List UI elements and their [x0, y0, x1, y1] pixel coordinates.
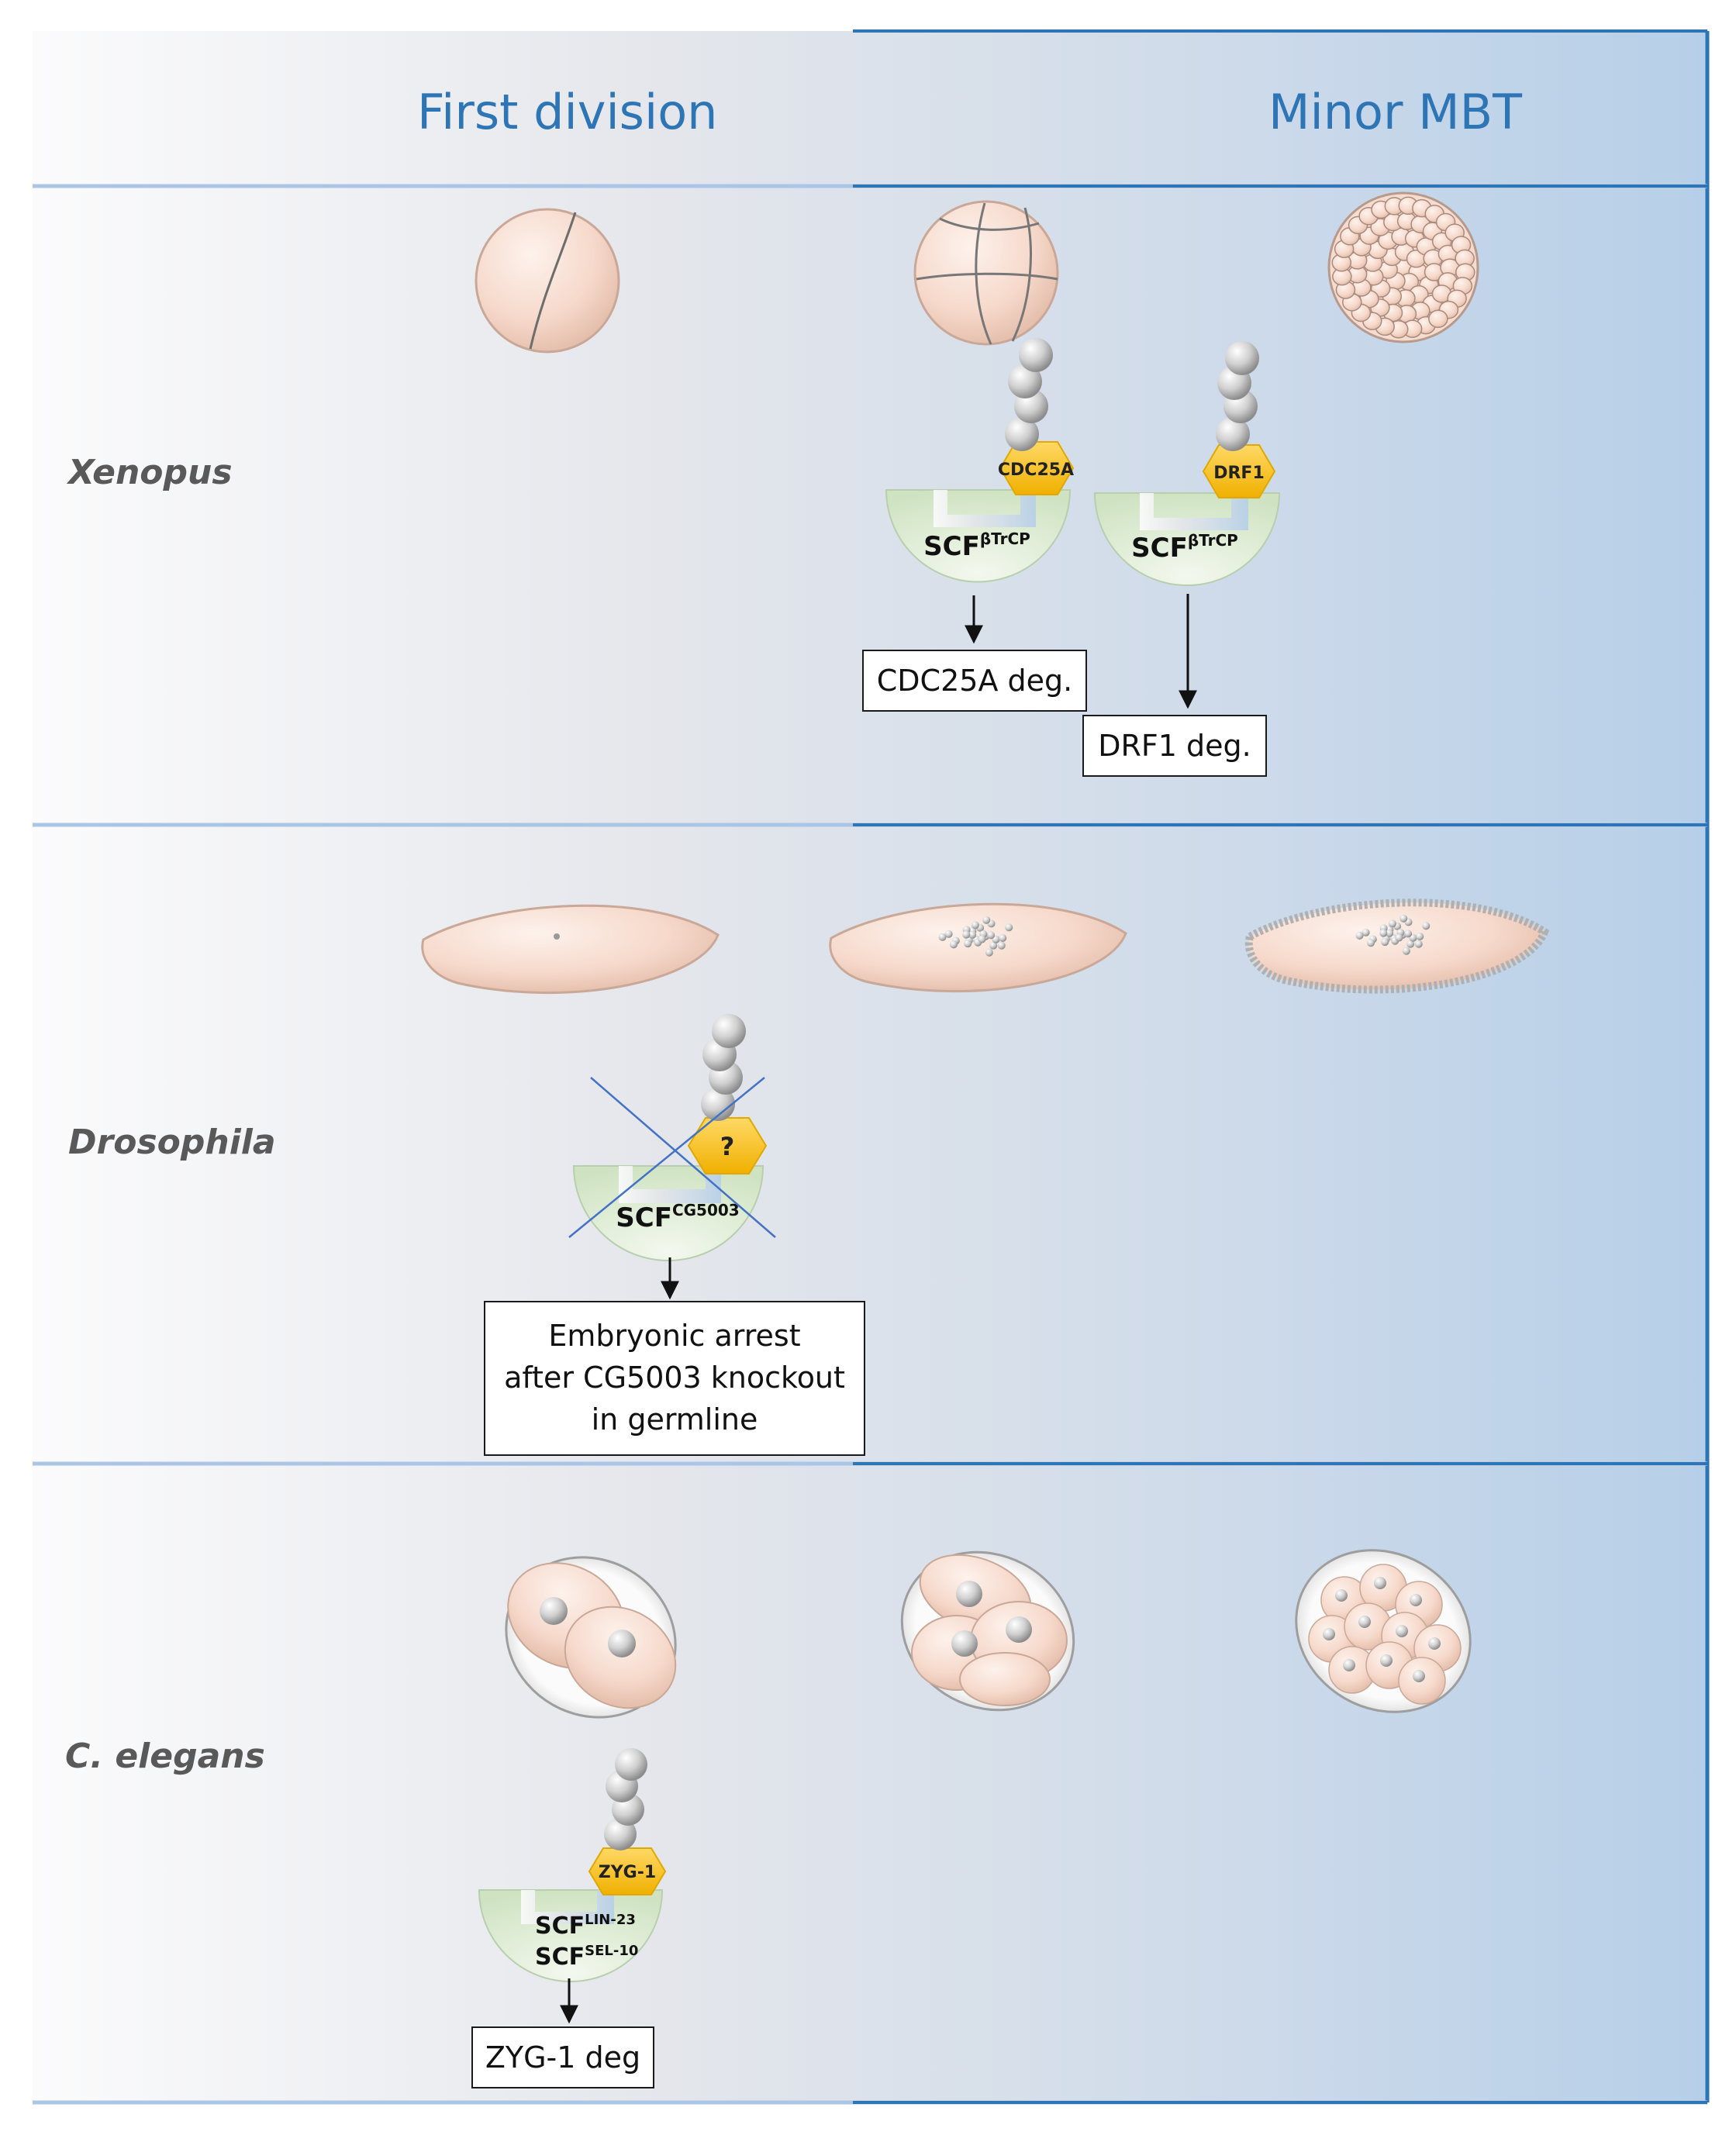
substrate-hexagon-zyg1 — [588, 1847, 667, 1895]
outcome-line-3: in germline — [591, 1402, 758, 1437]
substrate-hexagon-drf1 — [1202, 444, 1276, 498]
celegans-embryo-4cell — [900, 1550, 1075, 1712]
xenopus-embryo-blastula — [1327, 191, 1479, 343]
drosophila-embryo-3 — [1244, 898, 1550, 994]
drosophila-embryo-1 — [421, 904, 720, 995]
frame — [33, 29, 1710, 2105]
outcome-line-2: after CG5003 knockout — [504, 1361, 845, 1395]
substrate-label-drf1: DRF1 — [1213, 464, 1265, 483]
outcome-box-drf1: DRF1 deg. — [1082, 715, 1267, 777]
outcome-box-zyg1: ZYG-1 deg — [471, 2026, 654, 2088]
species-label-xenopus: Xenopus — [68, 453, 233, 492]
ligase-label-1: SCFβTrCP — [923, 529, 1030, 562]
header-first-division: First division — [417, 84, 718, 140]
outcome-line-1: Embryonic arrest — [548, 1319, 801, 1354]
substrate-label-cdc25a: CDC25A — [998, 460, 1074, 480]
ubiquitin-chain-1 — [1005, 338, 1053, 451]
celegans-embryo-2cell — [505, 1556, 677, 1719]
outcome-box-cdc25a: CDC25A deg. — [862, 650, 1087, 712]
ligase-label-sel10: SCFSEL-10 — [535, 1943, 638, 1971]
ligase-label-lin23: SCFLIN-23 — [535, 1912, 636, 1940]
ubiquitin-chain-4 — [604, 1748, 647, 1850]
header-minor-mbt: Minor MBT — [1268, 84, 1523, 140]
drosophila-ligase-cg5003 — [572, 1165, 764, 1261]
substrate-label-unknown: ? — [720, 1132, 735, 1161]
celegans-embryo-multicell — [1295, 1549, 1472, 1713]
substrate-hexagon-unknown — [687, 1117, 768, 1174]
celegans-ligase — [478, 1889, 664, 1982]
xenopus-ligase-cdc25a — [885, 489, 1072, 583]
outcome-box-drosophila: Embryonic arrest after CG5003 knockout i… — [484, 1301, 865, 1456]
ubiquitin-chain-2 — [1216, 341, 1259, 451]
background-panel — [33, 31, 1707, 2102]
species-label-celegans: C. elegans — [65, 1737, 265, 1776]
xenopus-embryo-1cell — [475, 208, 620, 354]
ligase-label-cg5003: SCFCG5003 — [616, 1201, 739, 1233]
species-label-drosophila: Drosophila — [68, 1123, 276, 1162]
ubiquitin-chain-3 — [701, 1014, 746, 1121]
knockout-cross — [568, 1077, 776, 1238]
ligase-label-2: SCFβTrCP — [1131, 531, 1238, 564]
substrate-label-zyg1: ZYG-1 — [599, 1863, 656, 1882]
xenopus-embryo-8cell — [913, 200, 1059, 346]
drosophila-embryo-2 — [829, 902, 1127, 993]
xenopus-ligase-drf1 — [1093, 492, 1281, 586]
